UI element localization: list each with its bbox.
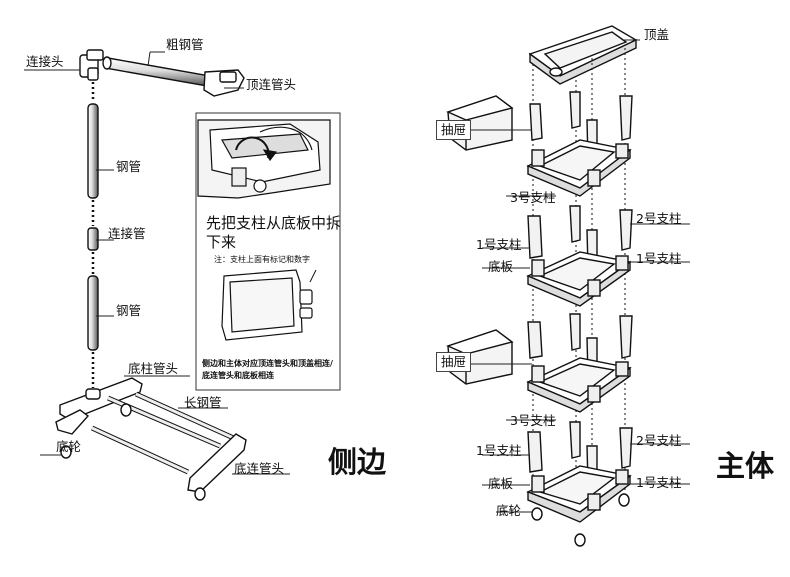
label-thick-tube: 粗钢管 bbox=[166, 37, 204, 52]
connector-head-part bbox=[79, 49, 104, 81]
connector-tube-part bbox=[87, 227, 99, 251]
side-leader-lines bbox=[24, 51, 290, 475]
label-pillar1-left-1: 1号支柱 bbox=[476, 237, 522, 252]
steel-tube-2-part bbox=[87, 275, 99, 351]
main-leader-lines bbox=[470, 39, 690, 513]
inset-note: 注：支柱上面有标记和数字 bbox=[214, 255, 310, 264]
label-pillar1-left-2: 1号支柱 bbox=[476, 443, 522, 458]
level2-pillars bbox=[527, 205, 633, 269]
top-connector-part bbox=[203, 69, 245, 97]
label-top-connector: 顶连管头 bbox=[246, 77, 297, 92]
label-base-plate-1: 底板 bbox=[488, 259, 514, 274]
steel-tube-1-part bbox=[87, 103, 99, 199]
label-pillar3-2: 3号支柱 bbox=[510, 413, 556, 428]
label-drawer-1: 抽屉 bbox=[436, 120, 472, 140]
instruction-inset bbox=[195, 112, 341, 391]
level1-base bbox=[526, 139, 632, 197]
level3-base bbox=[526, 357, 632, 413]
label-connector-head: 连接头 bbox=[26, 54, 64, 69]
label-pillar3-1: 3号支柱 bbox=[510, 190, 556, 205]
main-assembly bbox=[446, 25, 638, 547]
label-top-cover: 顶盖 bbox=[644, 27, 670, 42]
label-pillar1-right-1: 1号支柱 bbox=[636, 251, 682, 266]
main-caption: 主体 bbox=[716, 449, 775, 483]
label-steel-tube-2: 钢管 bbox=[116, 303, 142, 318]
label-base-pillar-head: 底柱管头 bbox=[128, 361, 179, 376]
label-base-plate-2: 底板 bbox=[488, 476, 514, 491]
label-caster-side: 底轮 bbox=[56, 439, 82, 454]
label-connector-tube: 连接管 bbox=[108, 226, 146, 241]
label-pillar1-right-2: 1号支柱 bbox=[636, 475, 682, 490]
label-drawer-2: 抽屉 bbox=[436, 352, 472, 372]
inset-title: 先把支柱从底板中拆下来 bbox=[206, 214, 342, 251]
label-pillar2-1: 2号支柱 bbox=[636, 211, 682, 226]
top-cover-part bbox=[528, 25, 638, 85]
level4-pillars bbox=[527, 421, 633, 485]
label-caster-main: 底轮 bbox=[496, 503, 522, 518]
side-assembly bbox=[55, 49, 247, 501]
level2-base bbox=[526, 251, 632, 307]
label-base-connector: 底连管头 bbox=[234, 461, 285, 476]
bottom-base bbox=[526, 465, 632, 523]
label-long-tube: 长钢管 bbox=[184, 395, 222, 410]
label-pillar2-2: 2号支柱 bbox=[636, 433, 682, 448]
main-casters bbox=[531, 493, 630, 547]
base-frame-part bbox=[55, 377, 247, 501]
thick-tube-part bbox=[102, 56, 211, 87]
side-caption: 侧边 bbox=[328, 445, 387, 479]
label-steel-tube-1: 钢管 bbox=[116, 159, 142, 174]
inset-caption: 侧边和主体对应顶连管头和顶盖相连/底连管头和底板相连 bbox=[202, 359, 333, 380]
